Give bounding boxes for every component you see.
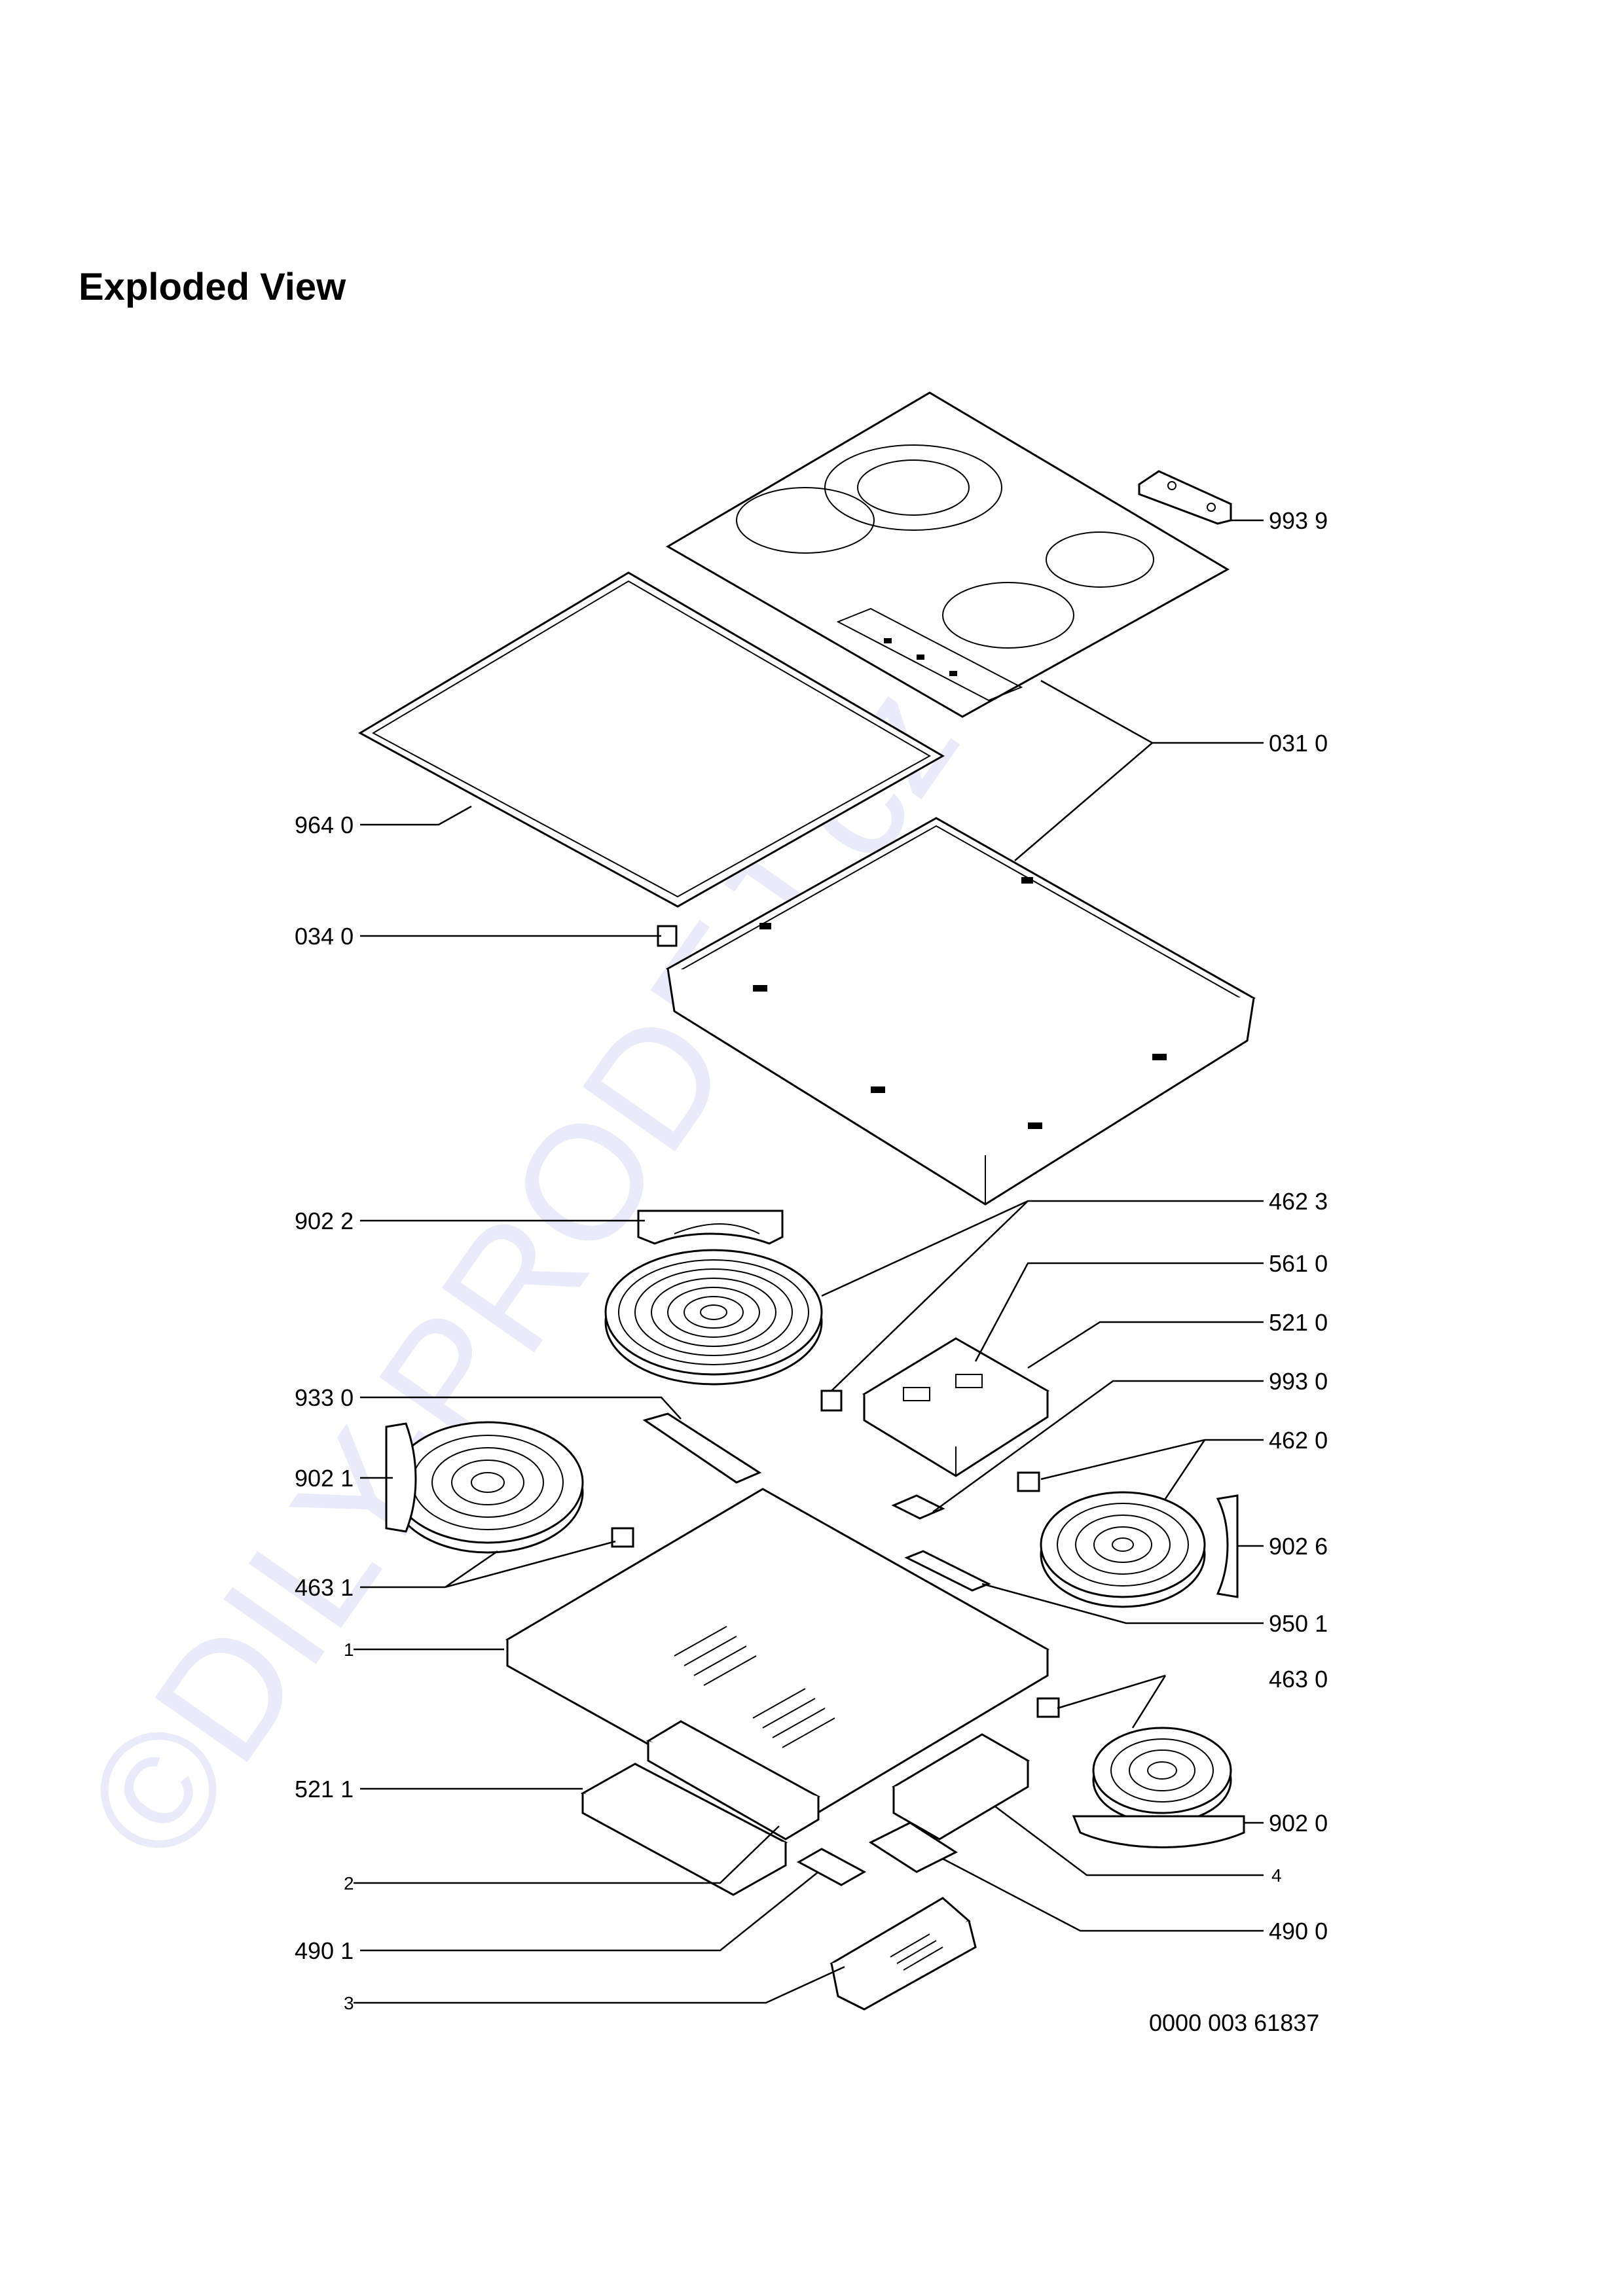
leader-lines — [354, 519, 1264, 2004]
ceramic-hob-top — [666, 391, 1230, 718]
callout-993-0: 993 0 — [1269, 1368, 1328, 1395]
bracket-933-0 — [642, 1412, 762, 1484]
callout-labels: 993 9 031 0 964 0 034 0 902 2 462 3 561 … — [295, 507, 1328, 2013]
callout-964-0: 964 0 — [295, 812, 354, 838]
callout-462-3: 462 3 — [1269, 1188, 1328, 1215]
callout-3: 3 — [344, 1993, 354, 2013]
bracket-993-9 — [1138, 470, 1232, 525]
callout-950-1: 950 1 — [1269, 1610, 1328, 1637]
callout-933-0: 933 0 — [295, 1384, 354, 1411]
sensor-950-1 — [904, 1550, 991, 1592]
bottom-tray — [505, 1488, 1049, 1827]
drawing-number: 0000 003 61837 — [1149, 2009, 1319, 2036]
box-4 — [892, 1733, 1030, 1840]
callout-902-1: 902 1 — [295, 1465, 354, 1492]
switch-490-1 — [796, 1848, 867, 1886]
switch-462-0 — [1017, 1471, 1040, 1492]
callout-463-0: 463 0 — [1269, 1666, 1328, 1693]
callout-561-0: 561 0 — [1269, 1250, 1328, 1277]
seal-frame — [357, 571, 945, 908]
callout-902-2: 902 2 — [295, 1208, 354, 1234]
bracket-902-1 — [385, 1422, 417, 1533]
switch-463-1 — [611, 1527, 634, 1548]
callout-031-0: 031 0 — [1269, 730, 1328, 757]
bracket-902-2 — [637, 1210, 784, 1245]
switch-463-0 — [1036, 1697, 1060, 1718]
heating-element-right — [1040, 1491, 1206, 1608]
callout-463-1: 463 1 — [295, 1574, 354, 1601]
callout-902-6: 902 6 — [1269, 1533, 1328, 1560]
cover-3 — [830, 1897, 977, 2011]
callout-902-0: 902 0 — [1269, 1810, 1328, 1837]
frame-housing — [665, 817, 1256, 1206]
callout-4: 4 — [1271, 1865, 1282, 1886]
heating-element-large — [604, 1249, 823, 1386]
callout-1: 1 — [344, 1640, 354, 1660]
callout-521-0: 521 0 — [1269, 1309, 1328, 1336]
switch-462-3 — [820, 1390, 843, 1412]
control-box-521-0 — [862, 1337, 1049, 1477]
heating-element-left — [392, 1421, 584, 1554]
bracket-902-6 — [1216, 1494, 1239, 1598]
clip-993-0 — [891, 1494, 945, 1520]
callout-462-0: 462 0 — [1269, 1427, 1328, 1454]
callout-2: 2 — [344, 1873, 354, 1893]
filter-490-0 — [868, 1821, 958, 1873]
cover-2 — [646, 1720, 821, 1840]
callout-993-9: 993 9 — [1269, 507, 1328, 534]
page-title: Exploded View — [79, 266, 346, 308]
heating-element-small — [1072, 1727, 1245, 1848]
callout-034-0: 034 0 — [295, 923, 354, 950]
callout-490-0: 490 0 — [1269, 1918, 1328, 1945]
callout-521-1: 521 1 — [295, 1776, 354, 1803]
callout-490-1: 490 1 — [295, 1937, 354, 1964]
